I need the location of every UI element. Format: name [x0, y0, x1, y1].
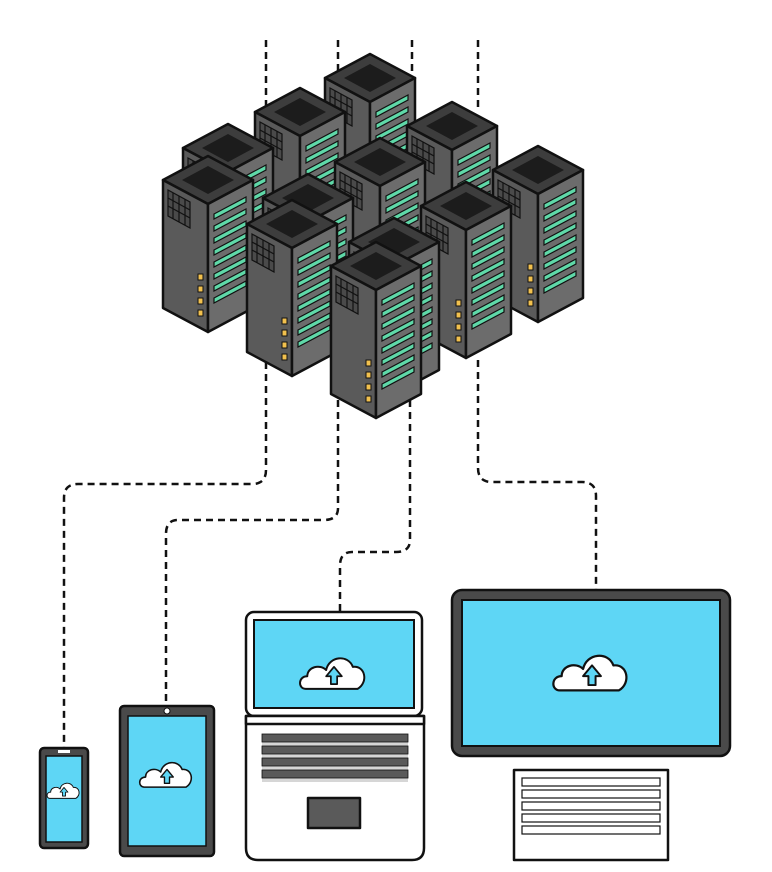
monitor-device: [450, 588, 732, 862]
server-cluster: [161, 52, 585, 420]
server-rack-icon: [329, 240, 423, 420]
tablet-device: [118, 704, 216, 858]
smartphone-device: [38, 746, 90, 850]
server-rack-icon: [245, 198, 339, 378]
uplink-lines: [264, 40, 480, 112]
laptop-device: [244, 610, 426, 862]
device-connection-lines: [62, 350, 598, 748]
server-rack-icon: [161, 154, 255, 334]
